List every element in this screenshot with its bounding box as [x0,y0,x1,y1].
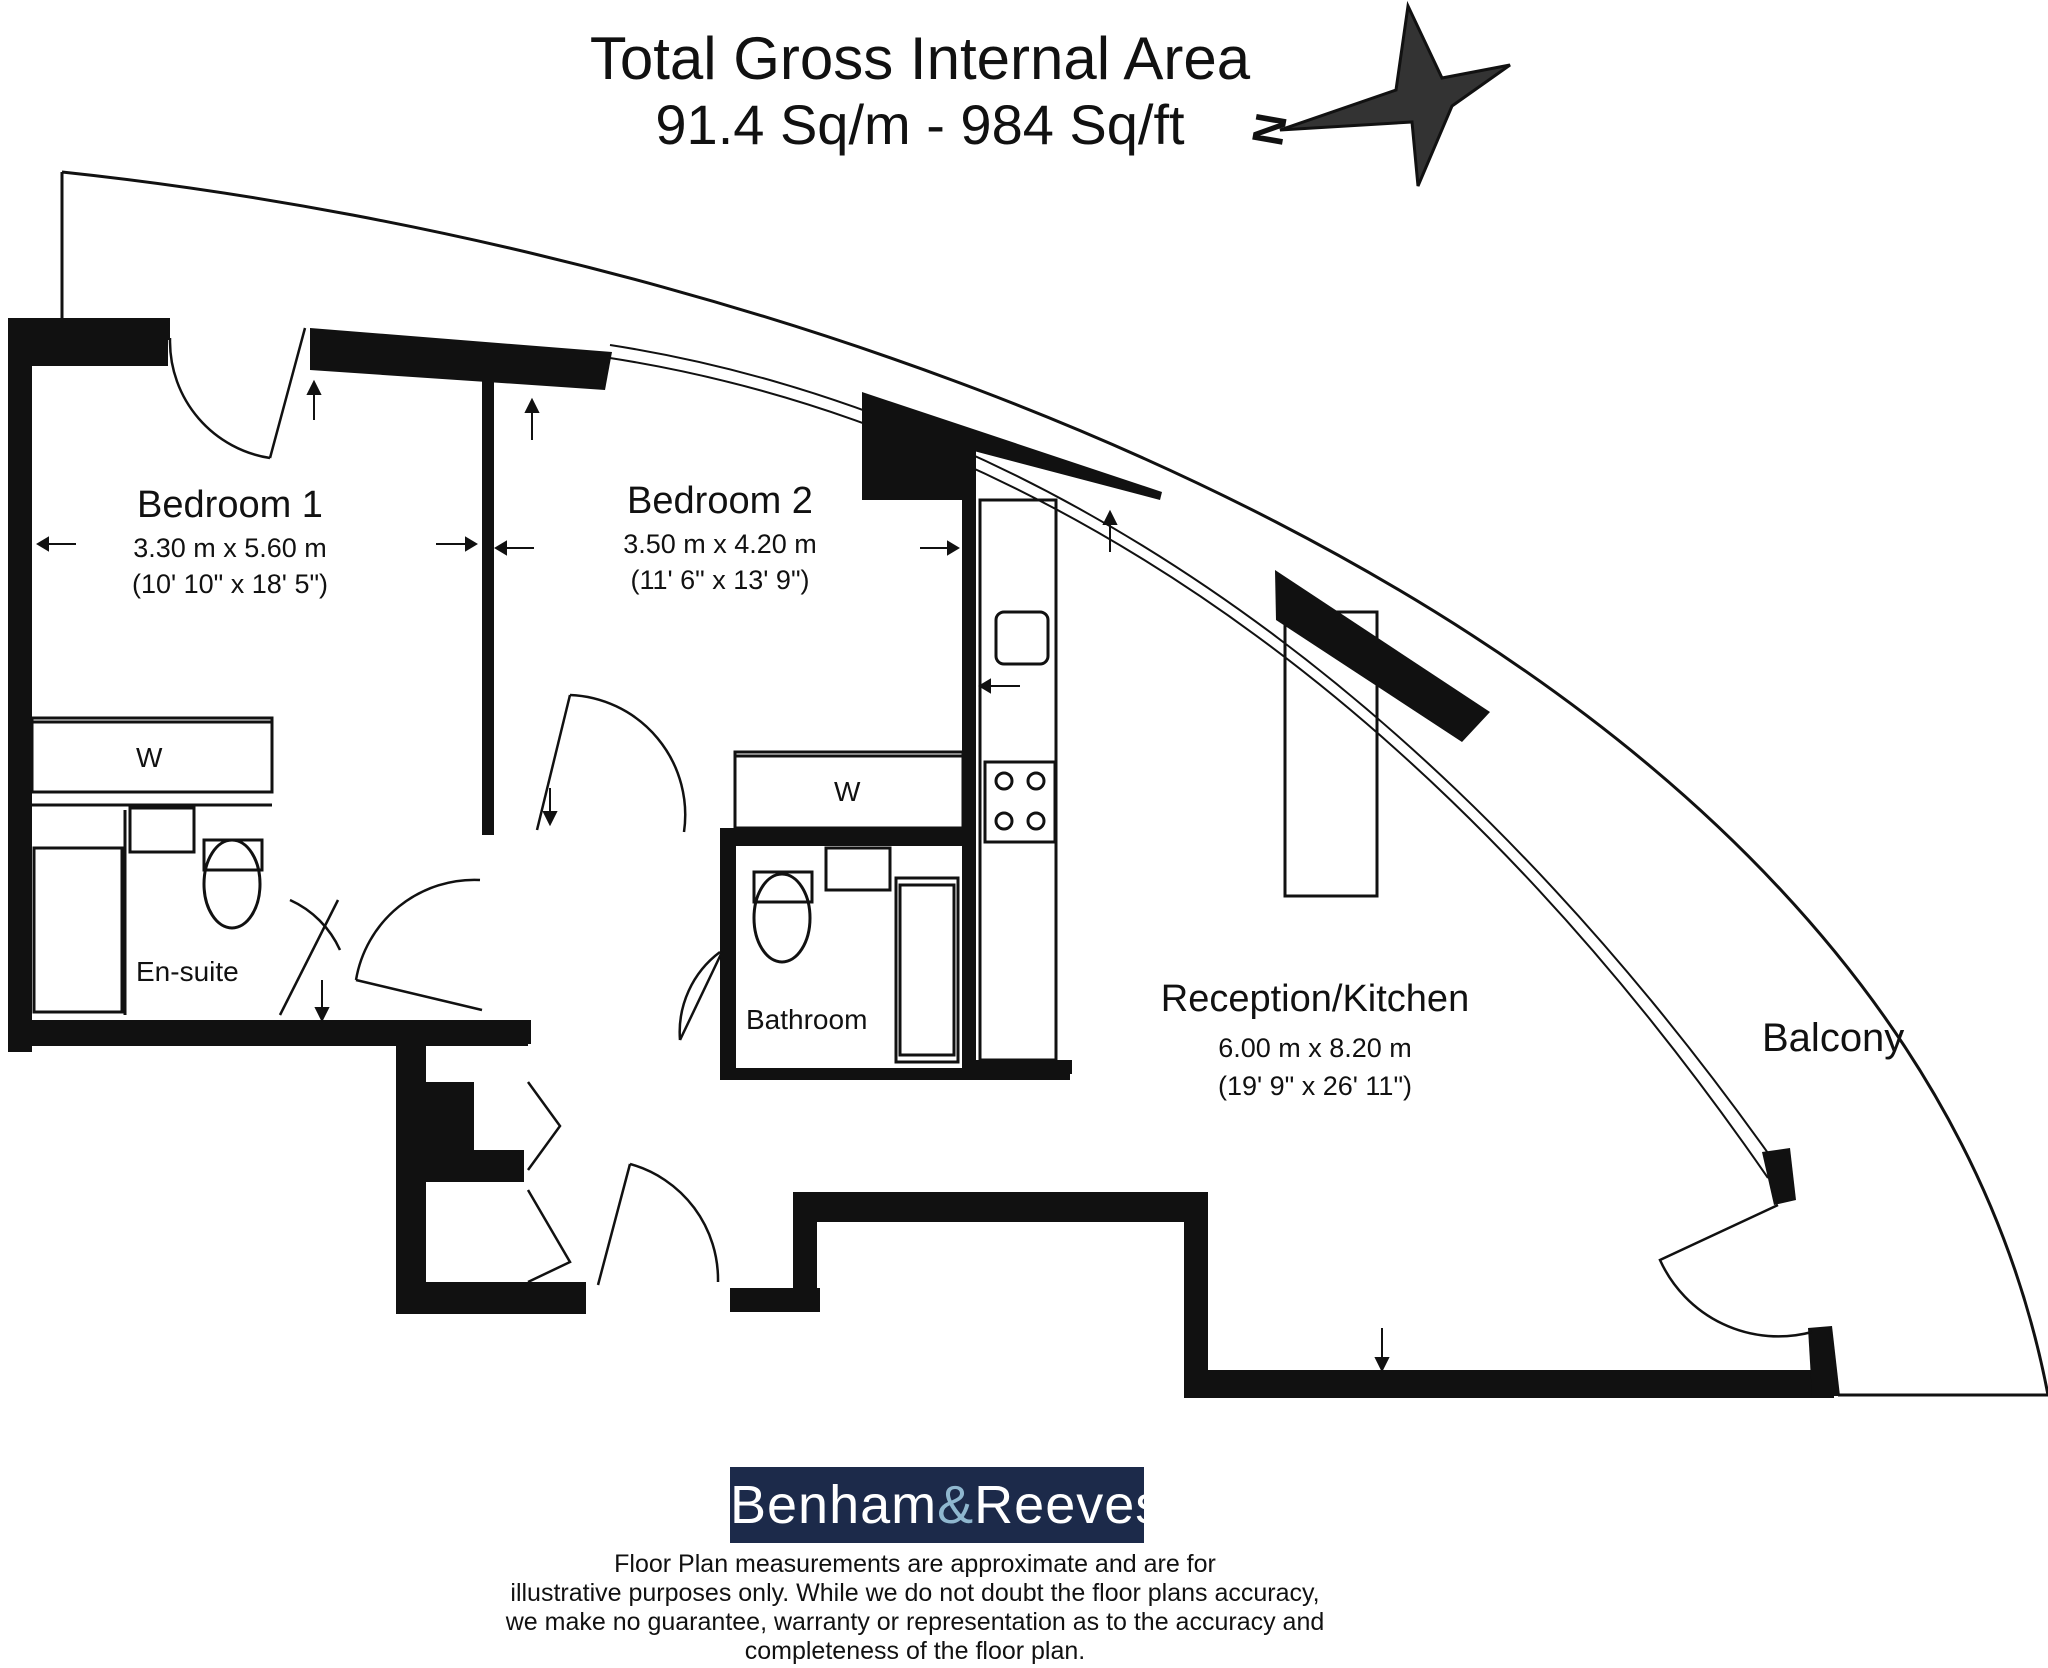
logo-amp: & [937,1475,975,1535]
facade-window-line [609,344,1781,1171]
compass-icon: N [1243,0,1511,187]
disclaimer-line1: Floor Plan measurements are approximate … [614,1550,1216,1578]
walls [8,318,1840,1398]
disclaimer-line2: illustrative purposes only. While we do … [510,1579,1320,1607]
bedroom1-label: Bedroom 1 [137,484,323,526]
ensuite-label: En-suite [136,956,239,987]
balcony-label: Balcony [1762,1016,1905,1060]
benham-reeves-logo: Benham&Reeves [730,1467,1162,1543]
total-area-value: 91.4 Sq/m - 984 Sq/ft [655,93,1185,156]
disclaimer-line4: completeness of the floor plan. [744,1637,1086,1665]
bedroom1-metric: 3.30 m x 5.60 m [133,533,327,563]
bathroom-label: Bathroom [746,1004,868,1035]
disclaimer: Floor Plan measurements are approximate … [0,1550,1830,1666]
reception-imperial: (19' 9" x 26' 11") [1217,1071,1413,1101]
logo-part2: Reeves [974,1475,1164,1535]
wardrobe2-label: W [834,776,861,807]
dimension-arrows [36,379,1390,1373]
door-swings [168,327,1813,1338]
logo-part1: Benham [730,1475,938,1535]
bedroom2-metric: 3.50 m x 4.20 m [623,529,817,559]
fixtures [30,498,1379,1064]
reception-label: Reception/Kitchen [1160,978,1470,1020]
bedroom2-label: Bedroom 2 [627,480,813,522]
disclaimer-line3: we make no guarantee, warranty or repres… [505,1608,1325,1636]
balcony-outline [60,170,2048,1397]
bedroom2-imperial: (11' 6" x 13' 9") [630,565,810,595]
total-area-title: Total Gross Internal Area [589,25,1251,92]
bedroom1-imperial: (10' 10" x 18' 5") [131,569,329,599]
wardrobe1-label: W [136,742,163,773]
reception-metric: 6.00 m x 8.20 m [1218,1033,1412,1063]
